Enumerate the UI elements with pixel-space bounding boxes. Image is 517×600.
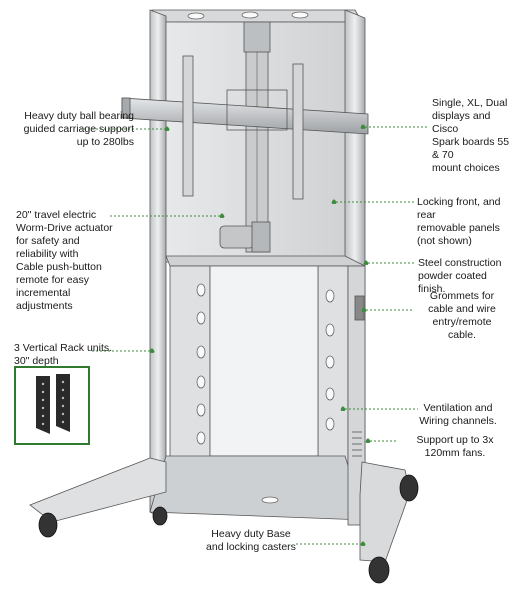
callout-ventilation: Ventilation and Wiring channels.: [419, 402, 497, 427]
cart-frame: [149, 9, 366, 526]
callout-displays: Single, XL, Dual displays and Cisco Spar…: [432, 97, 510, 174]
mounting-carriage: [121, 55, 369, 200]
callout-steel: Steel construction powder coated finish.: [418, 257, 502, 295]
rack-rail-icon: [36, 374, 70, 434]
callout-grommets: Grommets for cable and wire entry/remote…: [428, 290, 496, 341]
callout-panels: Locking front, and rear removable panels…: [417, 196, 501, 247]
callout-actuator: 20" travel electric Worm-Drive actuator …: [16, 209, 113, 312]
callout-carriage: Heavy duty ball bearing guided carriage …: [23, 110, 134, 148]
actuator-motor: [219, 221, 271, 253]
caster-icon: [38, 474, 419, 584]
callout-fans: Support up to 3x 120mm fans.: [416, 434, 494, 459]
callout-leaders: [80, 124, 428, 547]
callout-base: Heavy duty Base and locking casters: [206, 528, 296, 553]
callout-rack: 3 Vertical Rack units. 30" depth: [14, 342, 113, 367]
rack-unit-inset: [14, 366, 90, 445]
